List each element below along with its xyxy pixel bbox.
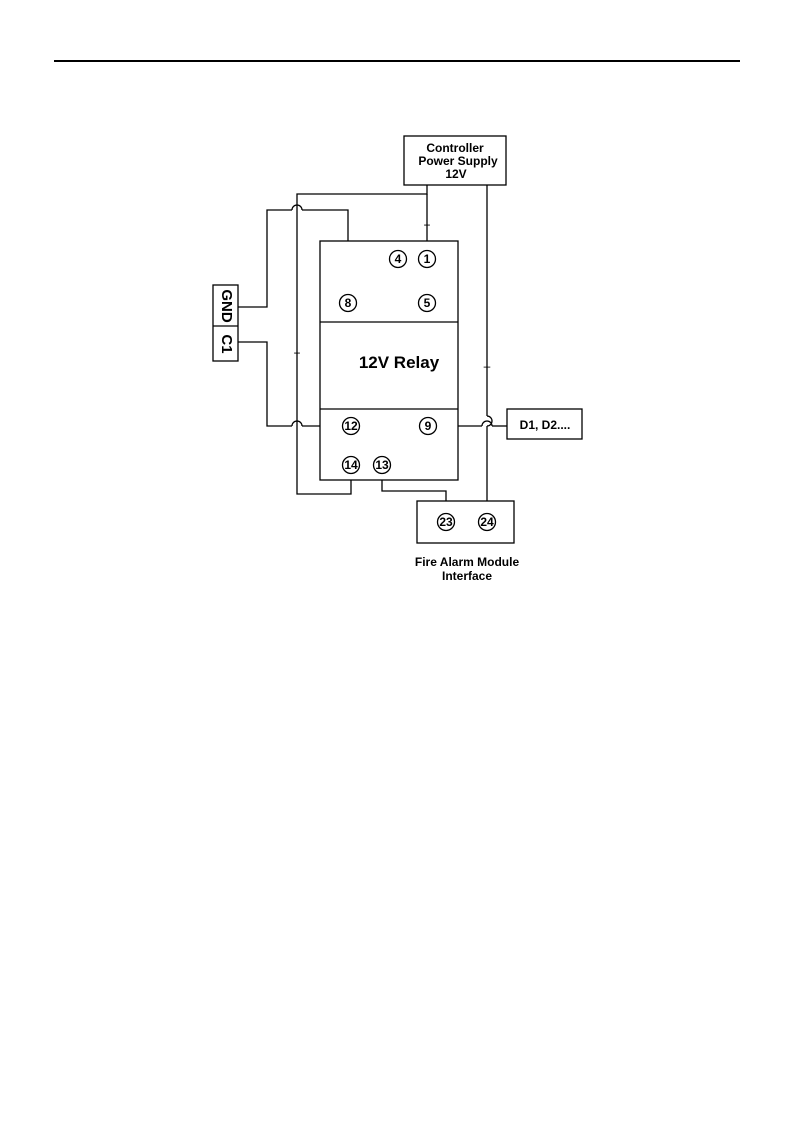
power-supply-line2: Power Supply — [418, 154, 498, 168]
power-supply-box: Controller Power Supply 12V — [404, 136, 506, 185]
fire-alarm-line1: Fire Alarm Module — [415, 555, 520, 569]
gnd-label: GND — [218, 289, 235, 323]
plus-sign-left-rail: + — [293, 346, 300, 360]
terminal-9: 9 — [420, 418, 437, 435]
svg-text:5: 5 — [424, 296, 431, 310]
plus-sign-terminal-1: + — [423, 218, 430, 232]
terminal-23: 23 — [438, 514, 455, 531]
relay-label: 12V Relay — [359, 353, 440, 372]
power-supply-line3: 12V — [445, 167, 466, 181]
svg-text:23: 23 — [439, 515, 453, 529]
minus-sign-negative: – — [484, 359, 491, 373]
c1-label: C1 — [218, 334, 235, 353]
svg-text:24: 24 — [480, 515, 494, 529]
svg-text:14: 14 — [344, 458, 358, 472]
relay-box: 12V Relay — [320, 241, 458, 480]
svg-text:8: 8 — [345, 296, 352, 310]
terminal-4: 4 — [390, 251, 407, 268]
terminal-8: 8 — [340, 295, 357, 312]
terminal-13: 13 — [374, 457, 391, 474]
fire-alarm-box: Fire Alarm Module Interface — [415, 501, 520, 583]
terminal-24: 24 — [479, 514, 496, 531]
svg-text:4: 4 — [395, 252, 402, 266]
svg-text:1: 1 — [424, 252, 431, 266]
terminal-1: 1 — [419, 251, 436, 268]
power-supply-line1: Controller — [426, 141, 484, 155]
fire-alarm-line2: Interface — [442, 569, 492, 583]
door-outputs-box: D1, D2.... — [507, 409, 582, 439]
terminal-12: 12 — [343, 418, 360, 435]
svg-text:9: 9 — [425, 419, 432, 433]
terminal-14: 14 — [343, 457, 360, 474]
wire-gnd-lower — [238, 210, 292, 307]
wire-c1 — [238, 342, 292, 426]
terminal-5: 5 — [419, 295, 436, 312]
svg-text:13: 13 — [375, 458, 389, 472]
controller-ports-box: GND C1 — [213, 285, 238, 361]
door-outputs-label: D1, D2.... — [520, 418, 571, 432]
svg-text:12: 12 — [344, 419, 358, 433]
